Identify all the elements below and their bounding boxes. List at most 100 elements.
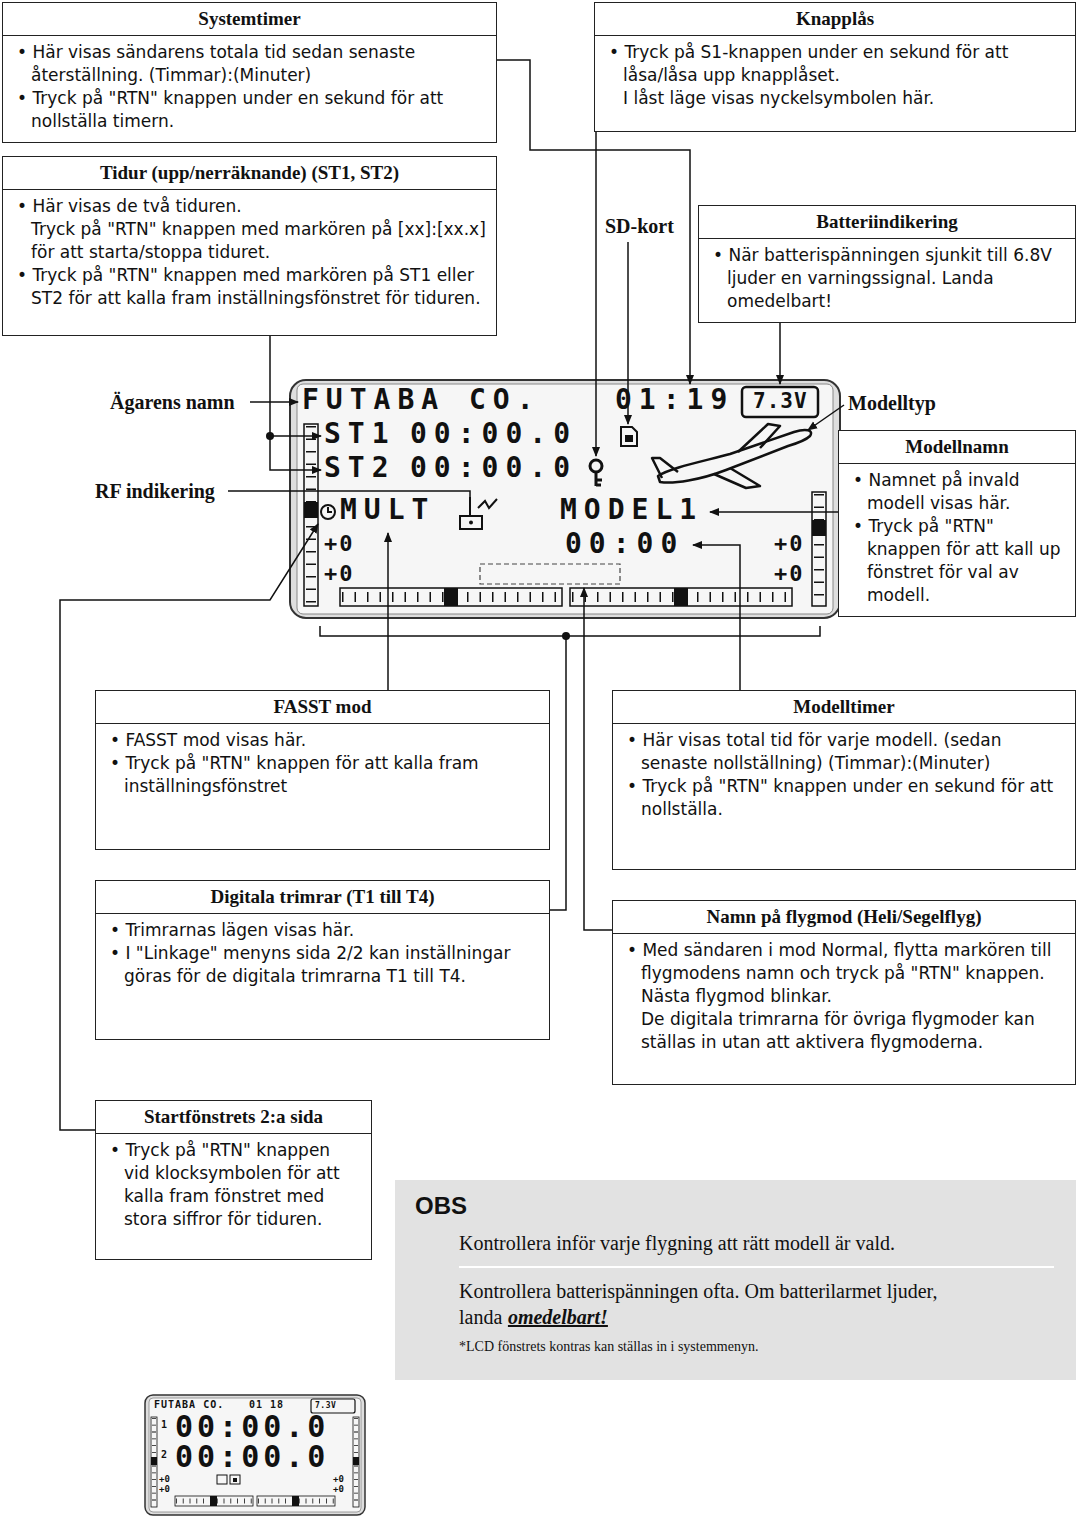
text-block: De digitala trimrarna för övriga flygmod…: [623, 1008, 1065, 1054]
lcd-text: 7.3V: [753, 391, 808, 412]
status-icon: [230, 1475, 240, 1484]
text-block: • I "Linkage" menyns sida 2/2 kan instäl…: [106, 942, 539, 988]
trim-marker: [210, 1496, 217, 1506]
callout-text: omedelbart!: [508, 1306, 608, 1328]
trim-bar: [353, 1417, 359, 1507]
antenna-icon: [469, 521, 473, 525]
trim-ticks: [354, 1418, 358, 1506]
trim-marker: [812, 520, 826, 536]
trim-bar: [812, 492, 826, 606]
pointer-label: Ägarens namn: [110, 391, 235, 413]
heading-block: Knapplås: [595, 3, 1075, 36]
heading-block: Modellnamn: [839, 431, 1075, 464]
callout-heading: Knapplås: [796, 8, 874, 29]
callout-box: Namn på flygmod (Heli/Segelflyg)• Med sä…: [612, 900, 1076, 1085]
text-block: *LCD fönstrets kontras kan ställas in i …: [459, 1338, 1054, 1356]
junction-dot: [562, 632, 570, 640]
lcd-text: +0: [333, 1485, 344, 1494]
text-block: Kontrollera batterispänningen ofta. Om b…: [459, 1266, 1054, 1338]
trim-marker: [304, 502, 318, 518]
heading-block: Systemtimer: [3, 3, 496, 36]
heading-block: Modelltimer: [613, 691, 1075, 724]
callout-text: • Tryck på "RTN" knappen under en sekund…: [627, 776, 1053, 819]
trim-bar: [570, 588, 792, 606]
lcd-text: 00:00.0: [175, 1412, 329, 1442]
lcd-text: +0: [159, 1475, 170, 1484]
trim-bracket: [320, 626, 820, 636]
lcd-text: 2: [161, 1450, 168, 1460]
lcd-screen-small: [145, 1395, 365, 1515]
heading-block: Batteriindikering: [699, 206, 1075, 239]
text-block: • När batterispänningen sjunkit till 6.8…: [709, 244, 1065, 313]
lcd-text: FUTABA CO.: [302, 386, 541, 414]
status-icon: [217, 1475, 227, 1484]
sd-card-icon: [621, 427, 637, 446]
callout-text: • Tryck på "RTN" knappen för att kall up…: [853, 516, 1061, 605]
callout-box: Knapplås• Tryck på S1-knappen under en s…: [594, 2, 1076, 132]
lcd-panel: [297, 384, 833, 614]
text-block: • Tryck på "RTN" knappen för att kall up…: [849, 515, 1065, 607]
antenna-icon: [460, 497, 497, 529]
leader-line: [595, 120, 597, 456]
text-block: I låst läge visas nyckelsymbolen här.: [605, 87, 1065, 110]
junction-dot: [266, 432, 274, 440]
lcd-text: 1: [161, 1420, 168, 1430]
heading-block: OBS: [415, 1192, 1054, 1220]
key-icon: [590, 460, 602, 486]
callout-heading: OBS: [415, 1192, 467, 1219]
callout-text: • I "Linkage" menyns sida 2/2 kan instäl…: [110, 943, 510, 986]
trim-marker: [674, 588, 688, 606]
text-block: • Tryck på "RTN" knappen med markören på…: [13, 264, 486, 310]
callout-heading: Systemtimer: [198, 8, 300, 29]
text-block: Kontrollera inför varje flygning att rät…: [459, 1228, 1054, 1266]
text-block: • Tryck på "RTN" knappen under en sekund…: [623, 775, 1065, 821]
screen-bezel: [290, 380, 840, 618]
callout-text: Tryck på "RTN" knappen med markören på […: [31, 219, 486, 262]
callout-heading: Digitala trimrar (T1 till T4): [210, 886, 434, 907]
callout-text: *LCD fönstrets kontras kan ställas in i …: [459, 1339, 758, 1354]
lcd-text: 01 18: [249, 1400, 284, 1410]
callout-text: De digitala trimrarna för övriga flygmod…: [641, 1009, 1035, 1052]
lcd-text: ST1: [324, 420, 396, 448]
callout-heading: Modellnamn: [905, 436, 1008, 457]
lcd-screen: [290, 380, 840, 618]
lcd-text: 7.3V: [315, 1402, 336, 1410]
callout-box: Startfönstrets 2:a sida • Tryck på "RTN" …: [95, 1100, 372, 1260]
callout-text: • Här visas sändarens totala tid sedan s…: [17, 42, 415, 85]
trim-bar: [257, 1496, 335, 1506]
callout-text: • Tryck på "RTN" knappen vid klocksymbol…: [110, 1140, 340, 1229]
heading-block: FASST mod: [96, 691, 549, 724]
trim-marker: [444, 588, 458, 606]
lcd-text: +0: [159, 1485, 170, 1494]
callout-box: Modellnamn • Namnet på invald modell visa…: [838, 430, 1076, 617]
callout-box: FASST mod• FASST mod visas här.• Tryck p…: [95, 690, 550, 850]
text-block: • Här visas total tid för varje modell. …: [623, 729, 1065, 775]
leader-line: [693, 545, 740, 700]
note-box: OBS Kontrollera inför varje flygning att …: [395, 1180, 1076, 1380]
callout-box: Modelltimer • Här visas total tid för var…: [612, 690, 1076, 870]
battery-frame: [742, 387, 818, 417]
trim-marker: [151, 1457, 157, 1465]
callout-heading: Tidur (upp/nerräknande) (ST1, ST2): [100, 162, 399, 183]
lcd-text: 00:00: [565, 530, 684, 558]
lcd-text: MULT: [340, 496, 435, 524]
lcd-text: FUTABA CO.: [154, 1400, 224, 1410]
leader-line: [250, 401, 298, 403]
callout-text: • När batterispänningen sjunkit till 6.8…: [713, 245, 1052, 311]
lcd-text: 01:19: [615, 386, 734, 414]
pointer-label: SD-kort: [605, 215, 674, 237]
text-block: • Här visas sändarens totala tid sedan s…: [13, 41, 486, 87]
flight-mode-field: [480, 564, 620, 584]
callout-heading: Startfönstrets 2:a sida: [144, 1106, 323, 1127]
callout-text: • Trimrarnas lägen visas här.: [110, 920, 354, 940]
callout-text: • Namnet på invald modell visas här.: [853, 470, 1020, 513]
trim-ticks: [152, 1418, 156, 1506]
callout-text: • Tryck på "RTN" knappen med markören på…: [17, 265, 481, 308]
heading-block: Startfönstrets 2:a sida: [96, 1101, 371, 1134]
trim-marker: [353, 1457, 359, 1465]
trim-bar: [340, 588, 562, 606]
callout-text: • FASST mod visas här.: [110, 730, 306, 750]
callout-box: Batteriindikering • När batterispänningen…: [698, 205, 1076, 323]
text-block: • Trimrarnas lägen visas här.: [106, 919, 539, 942]
